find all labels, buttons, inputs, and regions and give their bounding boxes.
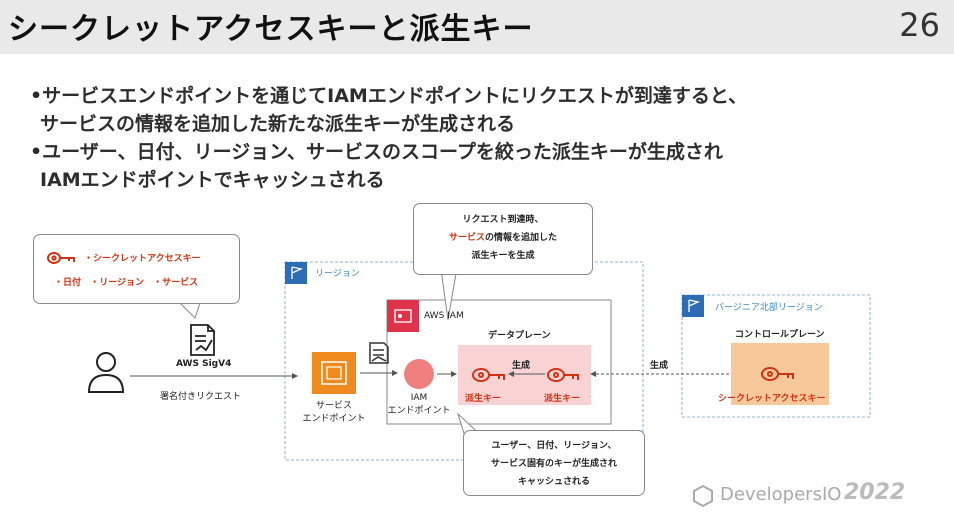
bottom-callout-line2: サービス固有のキーが生成され — [490, 459, 617, 469]
data-plane-label: データプレーン — [488, 331, 551, 341]
developersio-logo-icon — [693, 485, 713, 507]
bottom-callout-line1: ユーザー、日付、リージョン、 — [491, 441, 617, 451]
generate-label: 生成 — [512, 361, 531, 371]
service-endpoint-icon — [312, 352, 356, 394]
virginia-flag-icon — [682, 295, 704, 317]
bullet-line-4: IAMエンドポイントでキャッシュされる — [40, 169, 385, 191]
derived-key-label-left: 派生キー — [465, 394, 502, 404]
signed-request-icon — [369, 342, 389, 364]
key-icon — [47, 252, 75, 264]
brand-year: 2022 — [844, 480, 906, 505]
left-callout-line2: ・日付 ・リージョン ・サービス — [54, 278, 199, 288]
iam-endpoint-label: IAM エンドポイント — [387, 393, 451, 416]
region-flag-icon — [285, 262, 307, 284]
top-callout-line3: 派生キーを生成 — [471, 251, 535, 261]
brand-name: DevelopersIO — [720, 484, 842, 505]
bullet-line-1: •サービスエンドポイントを通じてIAMエンドポイントにリクエストが到達すると、 — [30, 85, 748, 107]
slide-title: シークレットアクセスキーと派生キー — [8, 12, 534, 47]
aws-iam-box — [386, 299, 612, 425]
request-label: 署名付きリクエスト — [160, 392, 242, 402]
page-number: 26 — [899, 6, 940, 44]
control-plane-label: コントロールプレーン — [735, 330, 825, 340]
left-callout: ・シークレットアクセスキー ・日付 ・リージョン ・サービス — [33, 234, 240, 304]
bullet-list: •サービスエンドポイントを通じてIAMエンドポイントにリクエストが到達すると、 … — [30, 82, 930, 194]
bottom-callout-line3: キャッシュされる — [517, 477, 590, 487]
bottom-callout: ユーザー、日付、リージョン、 サービス固有のキーが生成され キャッシュされる — [463, 430, 645, 496]
derived-key-icon-right — [547, 368, 579, 382]
derived-key-icon-left — [472, 368, 505, 382]
virginia-region-label: バージニア北部リージョン — [715, 303, 823, 313]
title-bar: シークレットアクセスキーと派生キー 26 — [0, 0, 954, 54]
aws-iam-icon — [387, 300, 419, 332]
left-callout-line1: ・シークレットアクセスキー — [84, 254, 201, 264]
service-endpoint-label: サービス エンドポイント — [302, 401, 366, 424]
top-callout-line2: サービスの情報を追加した — [448, 233, 558, 243]
derived-key-label-right: 派生キー — [544, 394, 581, 404]
bullet-line-2: サービスの情報を追加した新たな派生キーが生成される — [40, 113, 516, 135]
top-callout-line1: リクエスト到達時、 — [462, 215, 544, 225]
sigv4-label: AWS SigV4 — [176, 359, 232, 369]
developersio-logo: DevelopersIO 2022 — [692, 480, 942, 512]
region-label: リージョン — [315, 269, 360, 279]
top-callout: リクエスト到達時、 サービスの情報を追加した 派生キーを生成 — [413, 203, 593, 275]
secret-key-label: シークレットアクセスキー — [718, 394, 826, 404]
signed-document-icon — [190, 324, 215, 356]
left-callout-pointer — [178, 302, 201, 319]
iam-endpoint-icon — [404, 359, 434, 389]
bullet-line-3: •ユーザー、日付、リージョン、サービスのスコープを絞った派生キーが生成され — [30, 141, 723, 163]
user-icon — [87, 352, 125, 393]
aws-iam-label: AWS IAM — [424, 311, 464, 321]
generate-label-2: 生成 — [650, 361, 669, 371]
secret-key-icon — [761, 367, 794, 381]
